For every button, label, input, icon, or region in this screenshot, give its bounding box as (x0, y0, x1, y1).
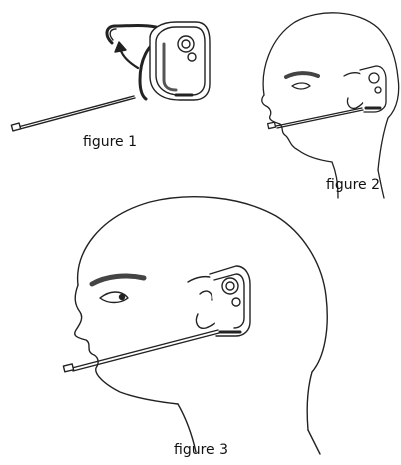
figure-3-caption: figure 3 (174, 442, 228, 458)
figure-1-caption: figure 1 (83, 134, 137, 150)
boom-mic (72, 330, 218, 368)
figure-1-panel: figure 1 (0, 0, 225, 160)
mic-tip (11, 123, 20, 131)
figure-2-panel: figure 2 (240, 0, 401, 200)
head-outline (78, 197, 328, 430)
head-with-headset-illustration (240, 0, 401, 200)
face-profile (262, 95, 332, 162)
mic-tip (63, 364, 73, 372)
eyebrow (92, 276, 144, 284)
boom-mic (276, 108, 362, 126)
figure-3-panel: figure 3 (40, 190, 370, 465)
eyebrow (286, 73, 318, 77)
boom-mic (18, 96, 134, 127)
large-head-with-headset-illustration (40, 190, 370, 465)
eye (292, 83, 310, 89)
